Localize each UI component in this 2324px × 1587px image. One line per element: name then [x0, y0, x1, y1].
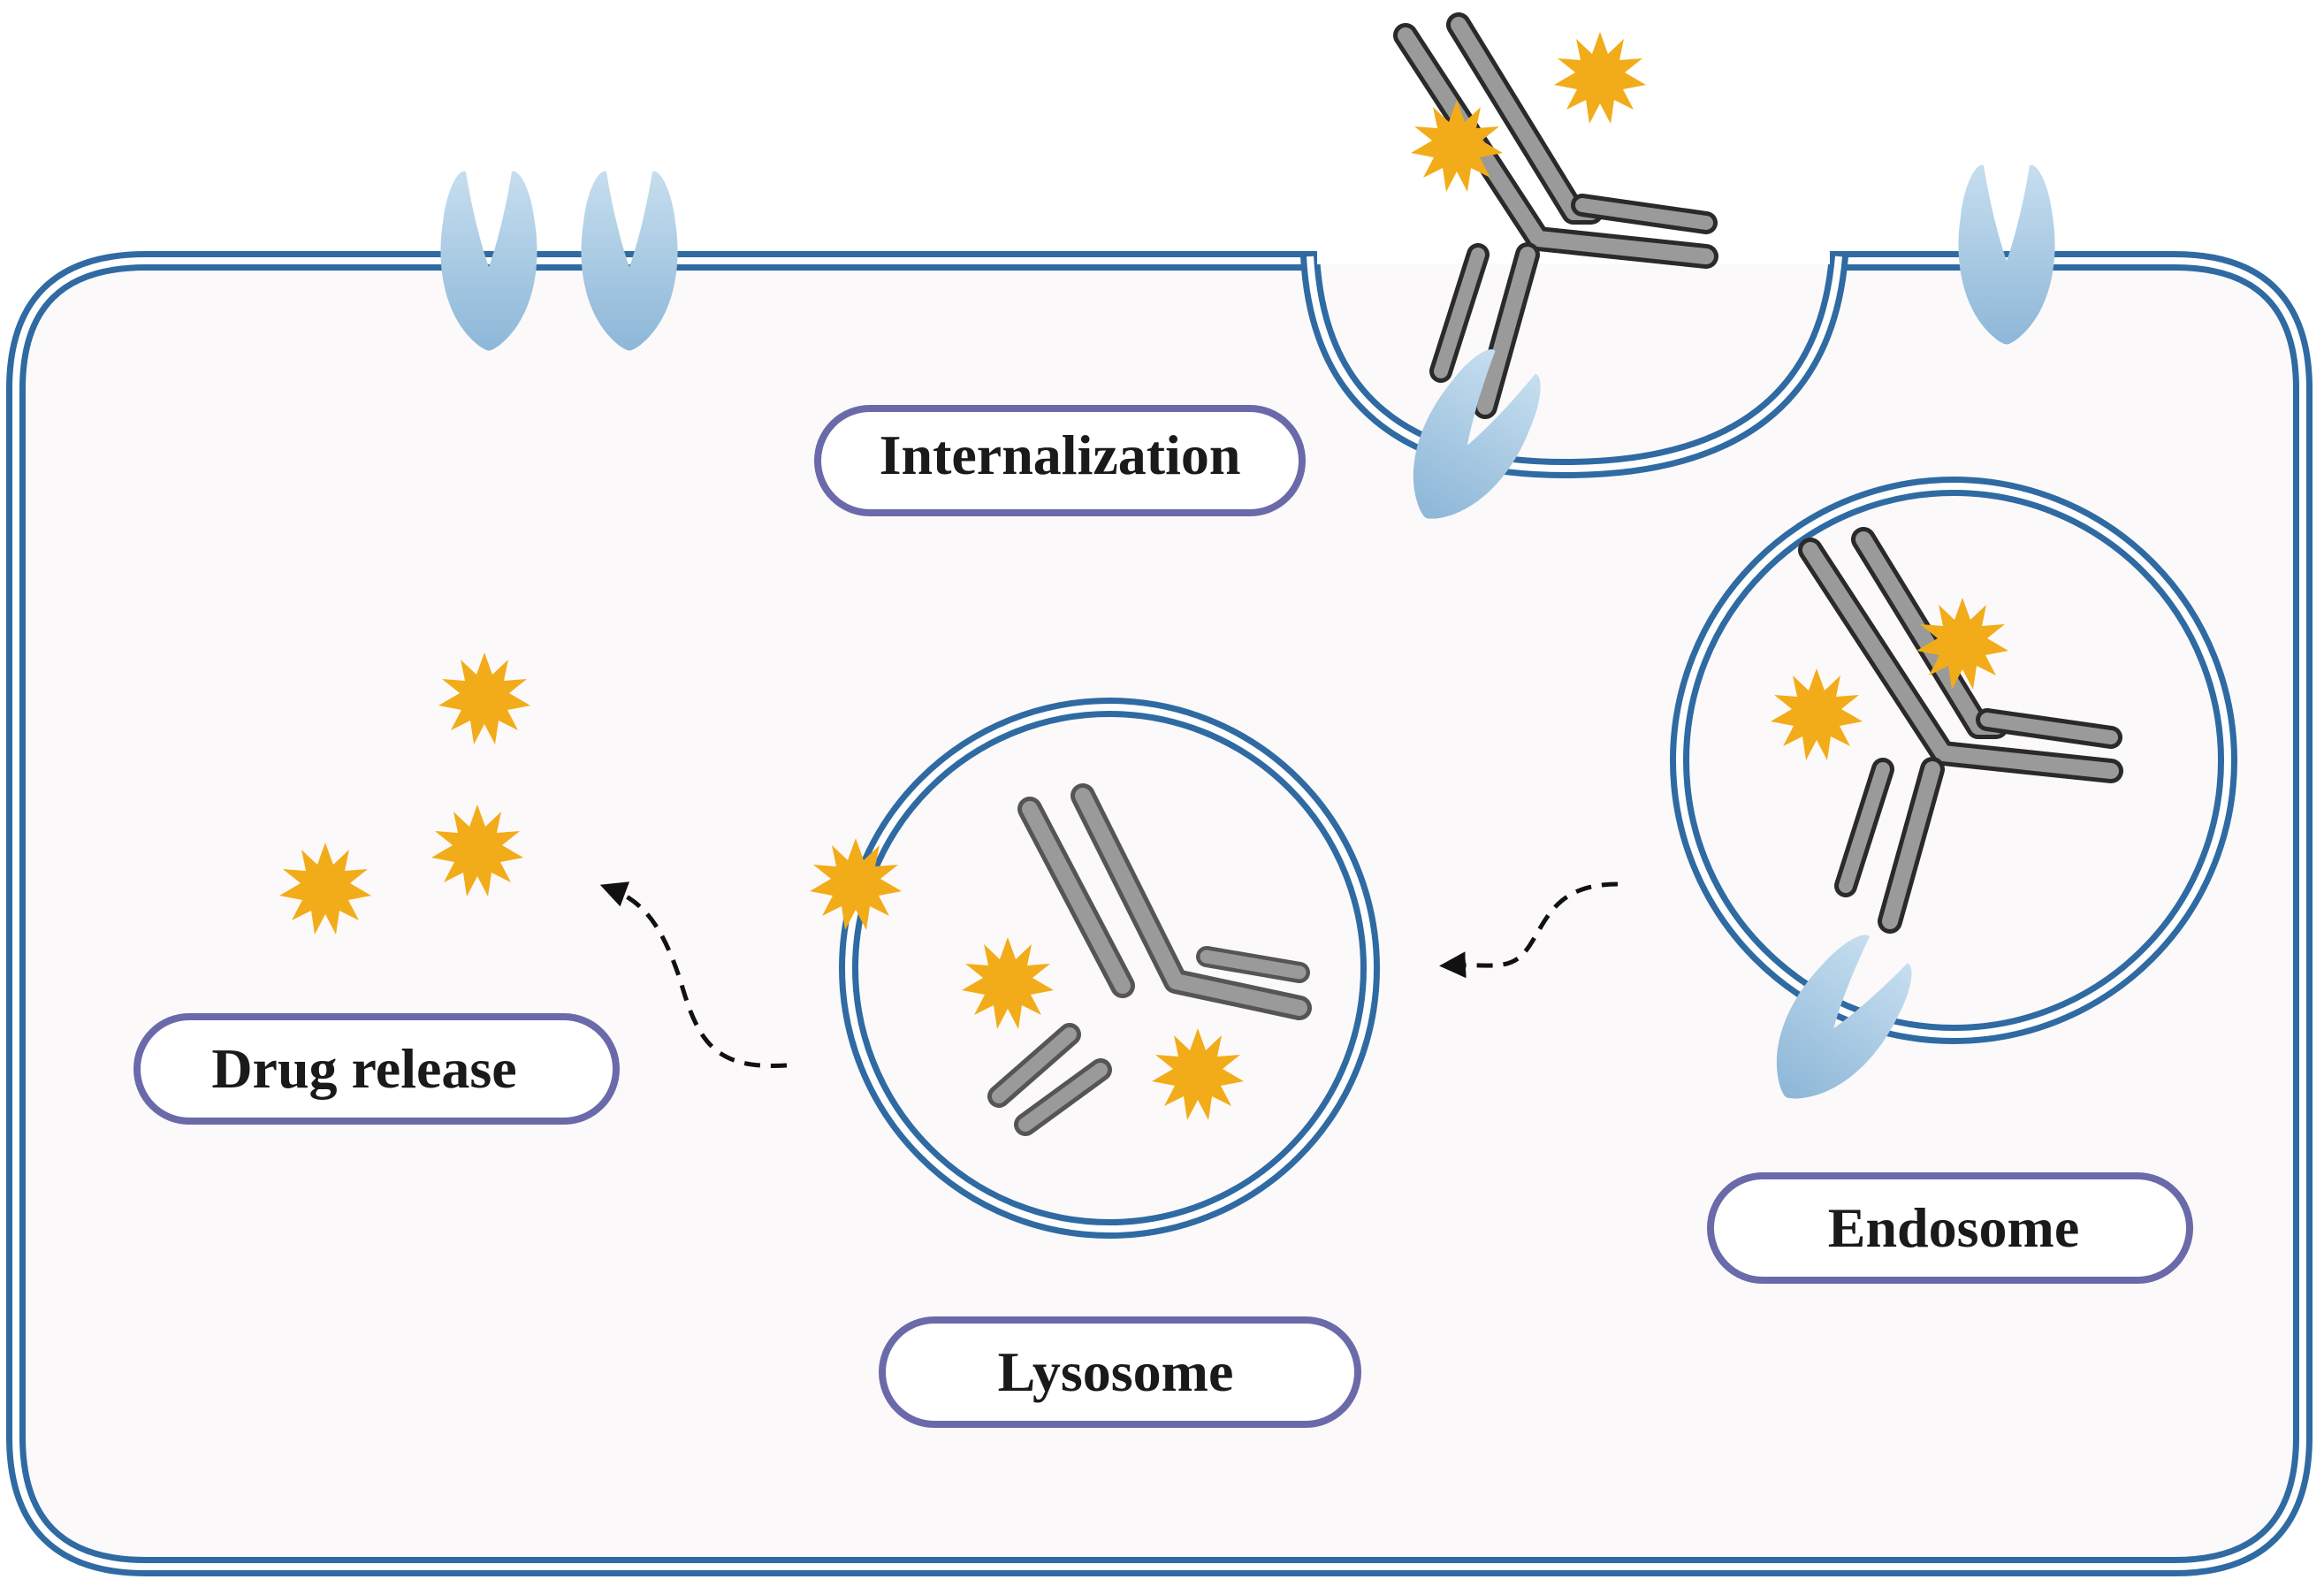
label-lysosome: Lysosome: [879, 1316, 1361, 1428]
label-lysosome-text: Lysosome: [998, 1340, 1234, 1403]
lysosome-vesicle: [810, 698, 1380, 1239]
label-endosome: Endosome: [1707, 1172, 2193, 1284]
label-drug-release-text: Drug release: [211, 1037, 516, 1100]
drug-star-icon: [1554, 32, 1646, 124]
antibody-fragments: [987, 783, 1312, 1136]
label-drug-release: Drug release: [133, 1013, 620, 1125]
endosome-to-lysosome-arrow: [1439, 881, 1619, 979]
endosome-vesicle: [1670, 477, 2237, 1125]
label-internalization: Internalization: [814, 405, 1306, 516]
label-internalization-text: Internalization: [880, 423, 1241, 486]
label-endosome-text: Endosome: [1828, 1196, 2080, 1259]
